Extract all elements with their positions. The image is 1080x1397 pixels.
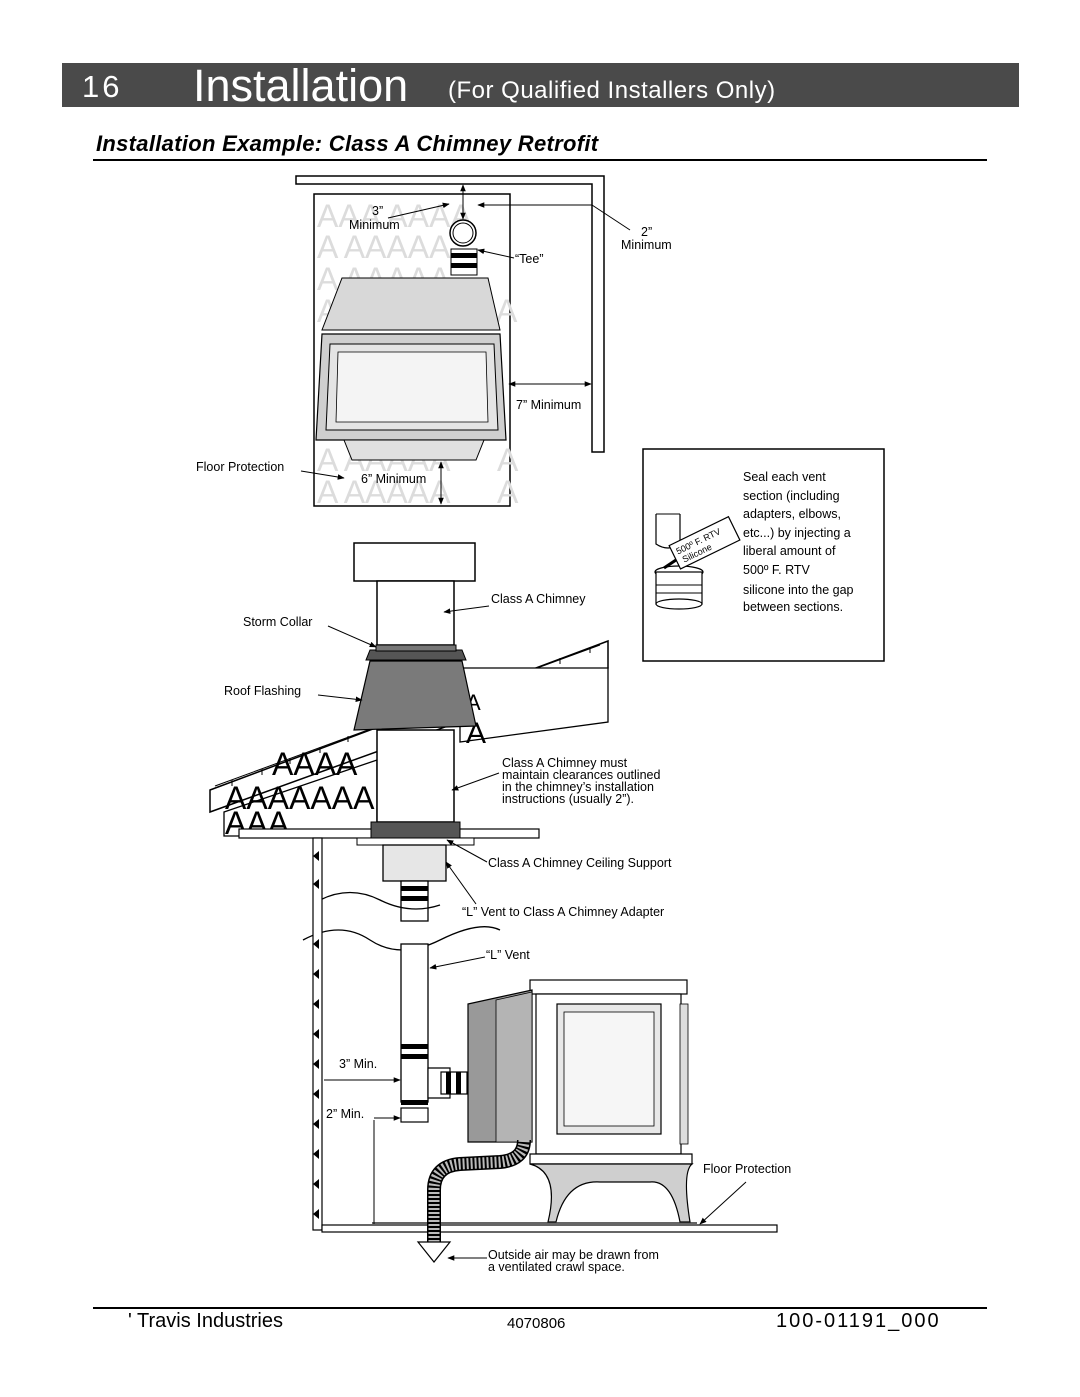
page-subtitle: (For Qualified Installers Only)	[448, 77, 776, 104]
svg-text:liberal amount of: liberal amount of	[743, 544, 836, 558]
svg-text:Class A Chimney must: Class A Chimney must	[502, 756, 628, 770]
svg-text:A: A	[497, 442, 519, 478]
label-floor-protection-top: Floor Protection	[196, 460, 284, 474]
label-class-a-chimney: Class A Chimney	[491, 592, 586, 606]
svg-text:silicone into the gap: silicone into the gap	[743, 583, 854, 597]
svg-text:Outside air may be drawn from: Outside air may be drawn from	[488, 1248, 659, 1262]
chimney-cap	[353, 542, 476, 582]
svg-text:AAAA: AAAA	[272, 746, 358, 782]
label-clearance-note: Class A Chimney must maintain clearances…	[502, 756, 660, 806]
page-header: 16 Installation (For Qualified Installer…	[62, 60, 1019, 111]
label-3in: 3”	[372, 204, 383, 218]
section-title: Installation Example: Class A Chimney Re…	[96, 131, 599, 156]
svg-text:maintain clearances outlined: maintain clearances outlined	[502, 768, 660, 782]
label-6in: 6” Minimum	[361, 472, 426, 486]
floor-protection-bottom	[372, 1222, 697, 1226]
footer-code: 4070806	[507, 1315, 566, 1332]
label-2in-min: 2” Min.	[326, 1107, 364, 1121]
class-a-chimney	[376, 580, 455, 646]
label-minimum-top: Minimum	[349, 218, 400, 232]
roof-flashing	[353, 660, 477, 731]
footer-part-number: 100-01191_000	[776, 1310, 941, 1332]
label-l-vent: “L” Vent	[486, 948, 530, 962]
tee-circle	[449, 219, 477, 247]
svg-text:A: A	[497, 474, 519, 510]
page-number: 16	[82, 69, 123, 104]
label-3in-min: 3” Min.	[339, 1057, 377, 1071]
footer-company: ' Travis Industries	[128, 1310, 283, 1332]
svg-text:A: A	[496, 293, 518, 329]
label-7in: 7” Minimum	[516, 398, 581, 412]
label-2in: 2”	[641, 225, 652, 239]
svg-text:500º F. RTV: 500º F. RTV	[743, 563, 811, 577]
label-ceiling-support: Class A Chimney Ceiling Support	[488, 856, 672, 870]
label-floor-protection-bottom: Floor Protection	[703, 1162, 791, 1176]
top-view: AAA AAAA A AAAAA A AAAAA A A A AAAAA A A…	[196, 175, 672, 510]
svg-text:A AAAAA: A AAAAA	[317, 474, 451, 510]
svg-text:adapters, elbows,: adapters, elbows,	[743, 507, 841, 521]
l-vent-adapter	[382, 844, 447, 882]
silicone-inset: 500º F. RTV Silicone Seal each vent sect…	[642, 448, 885, 662]
svg-text:Seal each vent: Seal each vent	[743, 470, 826, 484]
label-outside-air: Outside air may be drawn from a ventilat…	[488, 1248, 659, 1274]
svg-text:etc...) by injecting a: etc...) by injecting a	[743, 526, 851, 540]
svg-text:in the chimney’s installation: in the chimney’s installation	[502, 780, 654, 794]
storm-collar	[375, 644, 457, 652]
label-tee: “Tee”	[515, 252, 543, 266]
svg-text:AAAAAAA: AAAAAAA	[225, 780, 375, 816]
svg-text:instructions (usually 2”).: instructions (usually 2”).	[502, 792, 634, 806]
svg-text:between sections.: between sections.	[743, 600, 843, 614]
page-title: Installation	[193, 60, 409, 111]
stove	[467, 979, 694, 1223]
inset-text: Seal each vent section (including adapte…	[743, 470, 854, 614]
label-roof-flashing: Roof Flashing	[224, 684, 301, 698]
footer-rule	[93, 1307, 987, 1309]
ceiling-support	[370, 821, 461, 839]
label-adapter: “L” Vent to Class A Chimney Adapter	[462, 905, 664, 919]
floor	[321, 1224, 778, 1233]
title-rule	[93, 159, 987, 161]
label-minimum-right: Minimum	[621, 238, 672, 252]
svg-text:A AAAAA: A AAAAA	[317, 229, 451, 265]
svg-text:a ventilated crawl space.: a ventilated crawl space.	[488, 1260, 625, 1274]
side-view: AAA A A AAAAAAA AAAA AAA	[209, 542, 791, 1274]
svg-text:section (including: section (including	[743, 489, 840, 503]
silicone-tube	[668, 515, 741, 570]
label-storm-collar: Storm Collar	[243, 615, 312, 629]
